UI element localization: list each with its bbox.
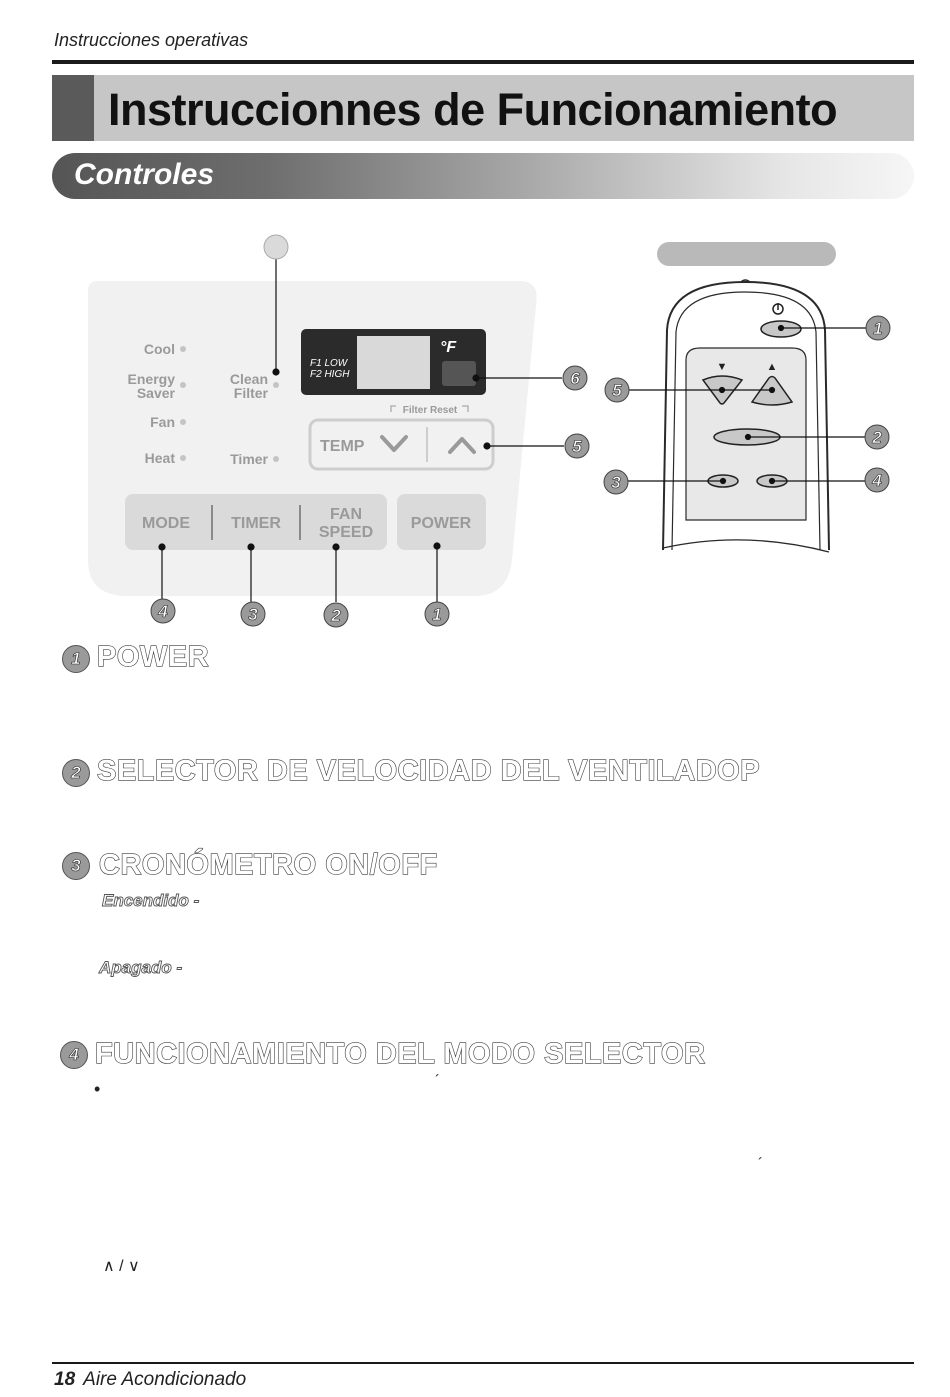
indicator-cool-led bbox=[180, 346, 186, 352]
indicator-timer-led bbox=[273, 456, 279, 462]
footer-rule bbox=[52, 1362, 914, 1364]
display-f2-label: F2 HIGH bbox=[310, 369, 350, 380]
section-3-title: CRONÓMETRO ON/OFF bbox=[98, 848, 438, 881]
svg-text:3: 3 bbox=[248, 605, 258, 624]
mode-timer-fan-group bbox=[125, 494, 387, 550]
indicator-energy-label-1: Energy bbox=[128, 371, 176, 387]
section-4-arrows: ∧ / ∨ bbox=[103, 1258, 140, 1275]
section-3-on-label: Encendido - bbox=[102, 891, 200, 911]
display-f1-label: F1 LOW bbox=[310, 358, 349, 369]
indicator-clean-label-2: Filter bbox=[234, 385, 269, 401]
section-3-number: 3 bbox=[62, 852, 90, 880]
power-button bbox=[397, 494, 486, 550]
section-bar bbox=[52, 153, 914, 199]
indicator-clean-led bbox=[273, 382, 279, 388]
indicator-energy-label-2: Saver bbox=[137, 385, 176, 401]
indicator-cool-label: Cool bbox=[144, 341, 175, 357]
svg-text:2: 2 bbox=[871, 428, 882, 447]
display-filter-button bbox=[442, 361, 476, 386]
section-1-number: 1 bbox=[62, 645, 90, 673]
power-button-label: POWER bbox=[411, 515, 472, 532]
fan-button-label-1: FAN bbox=[330, 506, 362, 523]
svg-text:1: 1 bbox=[873, 319, 882, 338]
footer-page-number: 18 bbox=[54, 1369, 76, 1390]
accent-mark-1: ´ bbox=[435, 1072, 440, 1089]
remote-callout-numbers: 1 5 2 3 4 bbox=[603, 315, 891, 495]
filter-reset-label: Filter Reset bbox=[403, 405, 458, 416]
footer-label: Aire Acondicionado bbox=[83, 1369, 247, 1390]
section-4-number: 4 bbox=[60, 1041, 88, 1069]
svg-text:6: 6 bbox=[570, 369, 580, 388]
display-screen bbox=[357, 336, 430, 389]
svg-text:4: 4 bbox=[871, 471, 882, 490]
remote-arrow-up-label: ▲ bbox=[767, 361, 778, 373]
callout-blank-circle bbox=[263, 234, 289, 260]
section-2-number: 2 bbox=[62, 759, 90, 787]
section-1-title: POWER bbox=[96, 640, 210, 673]
svg-text:4: 4 bbox=[157, 602, 168, 621]
indicator-energy-led bbox=[180, 382, 186, 388]
temp-up-icon bbox=[448, 437, 476, 454]
filter-reset-bracket bbox=[390, 405, 469, 412]
svg-text:2: 2 bbox=[330, 606, 341, 625]
panel-callout-numbers: 4 3 2 1 6 5 bbox=[150, 365, 590, 628]
remote-label-bar bbox=[657, 242, 836, 266]
indicator-fan-label: Fan bbox=[150, 414, 175, 430]
indicator-heat-label: Heat bbox=[145, 450, 176, 466]
fan-button-label-2: SPEED bbox=[319, 524, 373, 541]
header-rule bbox=[52, 60, 914, 64]
svg-text:3: 3 bbox=[611, 473, 621, 492]
remote-arrow-down-label: ▼ bbox=[717, 361, 728, 373]
temp-control bbox=[308, 418, 495, 471]
svg-text:5: 5 bbox=[572, 437, 582, 456]
temp-down-icon bbox=[380, 435, 408, 452]
page-title: Instruccionnes de Funcionamiento bbox=[108, 84, 838, 135]
section-4-bullet: • bbox=[94, 1079, 101, 1099]
indicator-timer-label: Timer bbox=[230, 451, 268, 467]
display-unit-label: °F bbox=[440, 339, 457, 356]
mode-button-label: MODE bbox=[142, 515, 190, 532]
temp-label: TEMP bbox=[320, 438, 365, 455]
accent-mark-2: ´ bbox=[758, 1155, 763, 1172]
indicator-heat-led bbox=[180, 455, 186, 461]
section-title: Controles bbox=[74, 158, 215, 191]
section-4-title: FUNCIONAMIENTO DEL MODO SELECTOR bbox=[94, 1037, 706, 1070]
running-header: Instrucciones operativas bbox=[54, 30, 249, 50]
footer: 18 Aire Acondicionado bbox=[54, 1369, 246, 1391]
indicator-fan-led bbox=[180, 419, 186, 425]
indicator-clean-label-1: Clean bbox=[230, 371, 268, 387]
title-accent-block bbox=[52, 75, 94, 141]
timer-button-label: TIMER bbox=[231, 515, 281, 532]
section-2-title: SELECTOR DE VELOCIDAD DEL VENTILADOP bbox=[96, 754, 761, 787]
svg-text:5: 5 bbox=[612, 381, 622, 400]
controls-diagram: Cool Energy Saver Fan Heat Clean Filter … bbox=[88, 234, 891, 628]
section-3-off-label: Apagado - bbox=[99, 958, 183, 978]
svg-text:1: 1 bbox=[432, 605, 441, 624]
title-bar bbox=[52, 75, 914, 141]
